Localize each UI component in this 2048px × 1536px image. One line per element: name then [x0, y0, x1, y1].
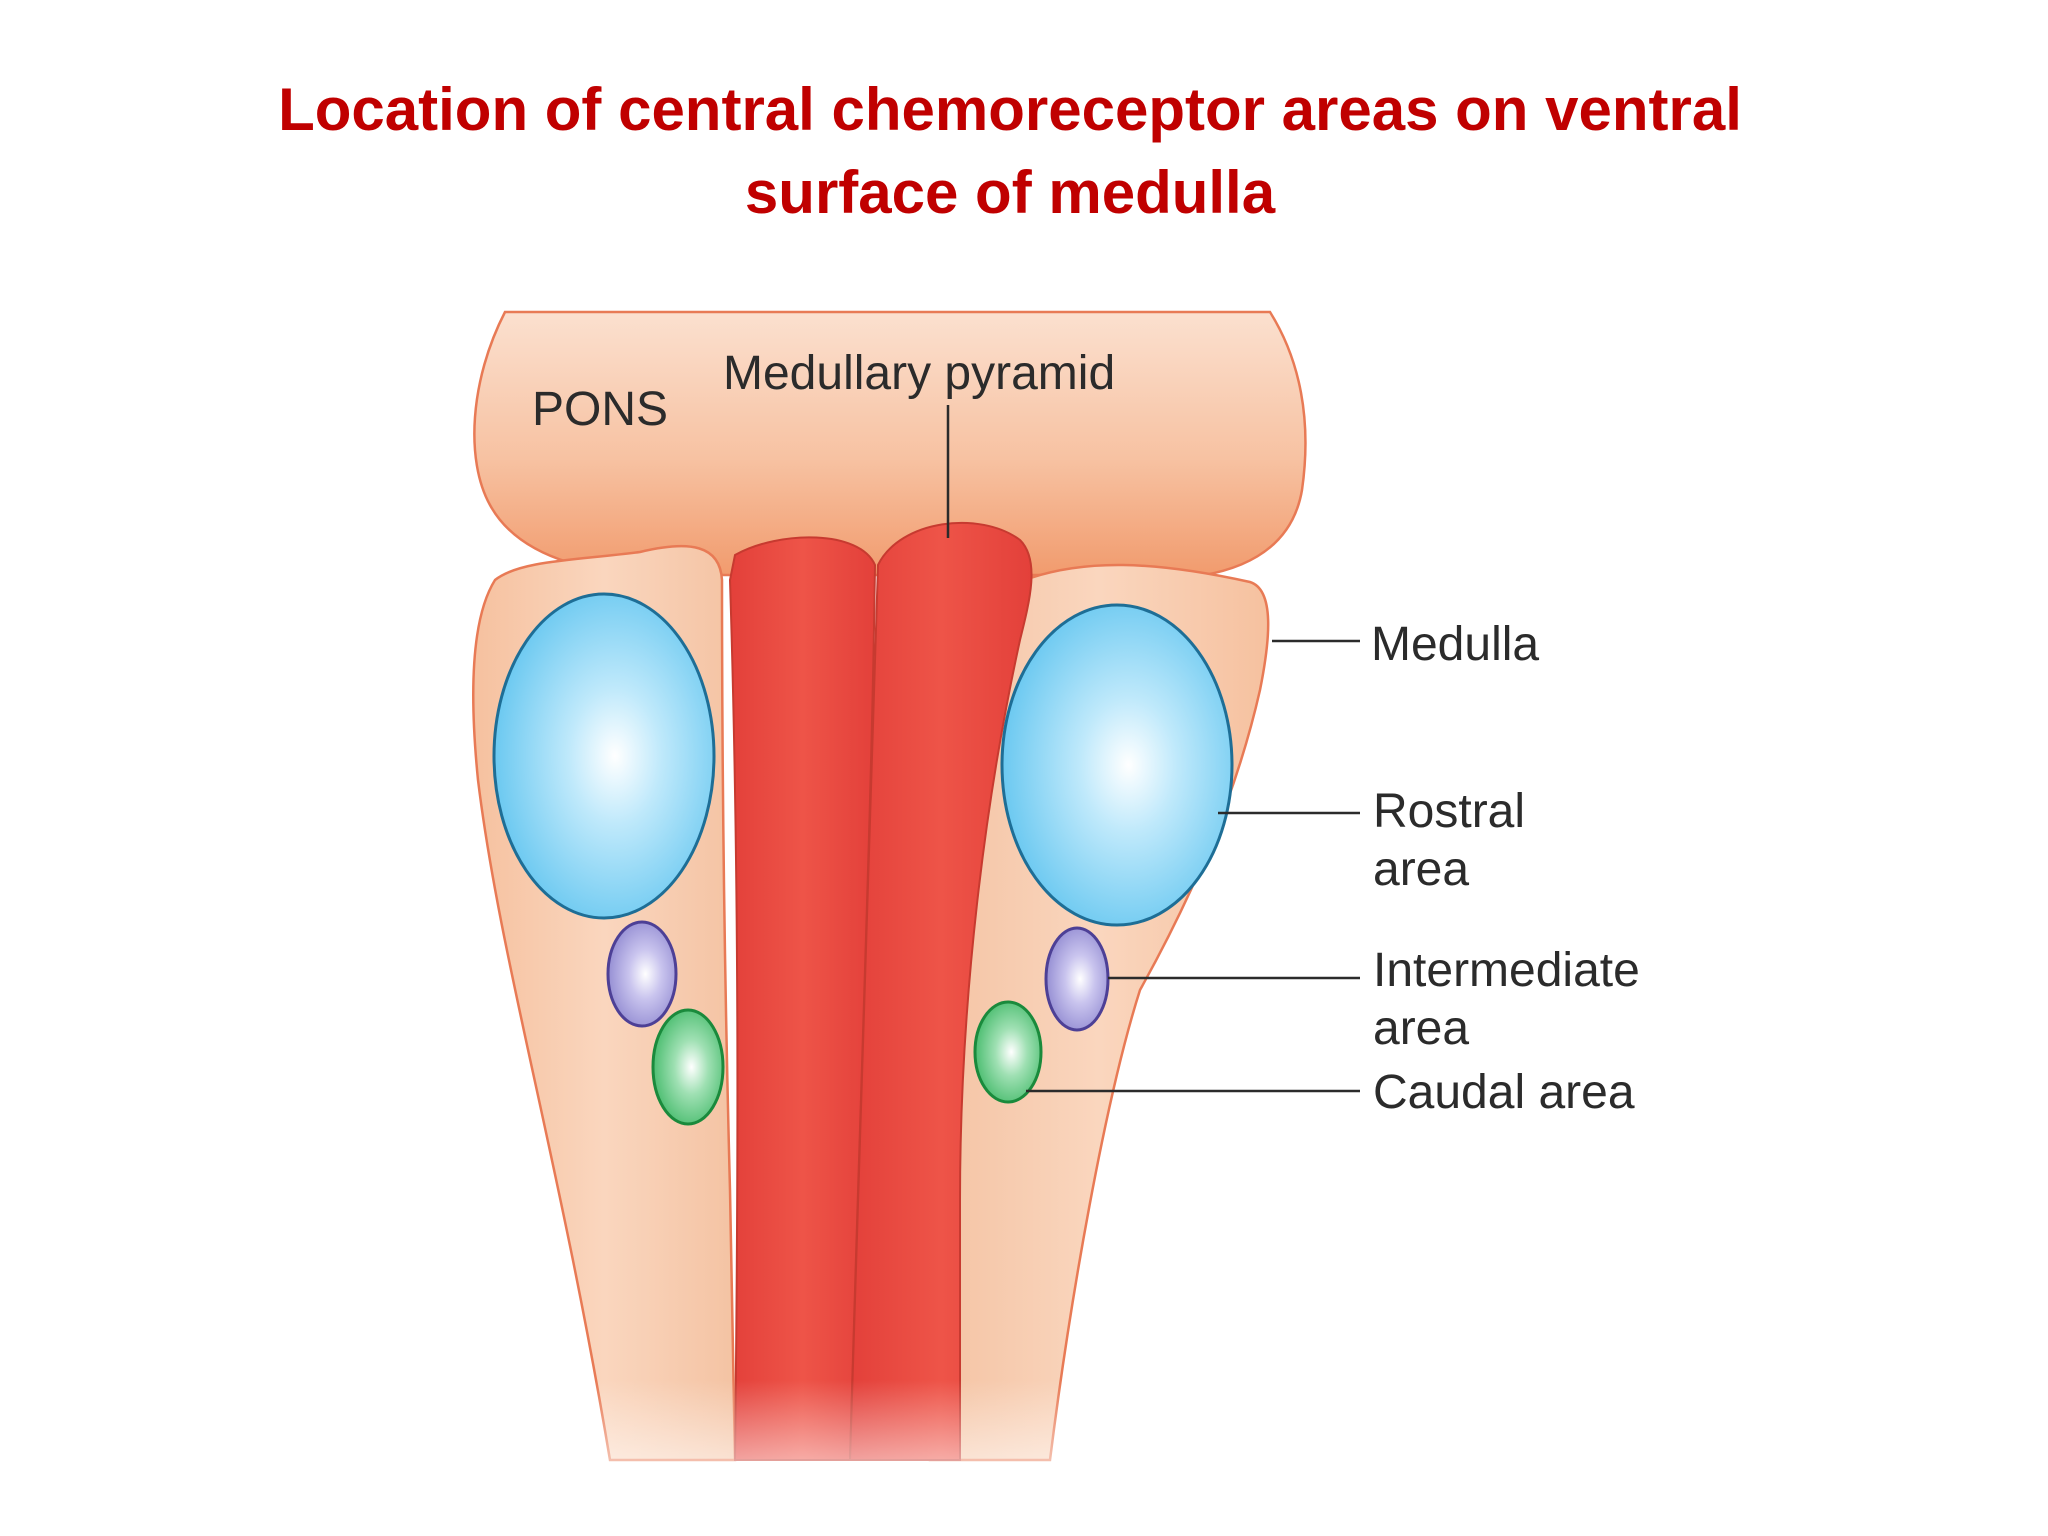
intermediate-area-label-1: Intermediate — [1373, 944, 1640, 997]
intermediate-area-right — [1044, 926, 1110, 1032]
medullary-pyramid-left — [728, 536, 877, 1461]
medullary-pyramid-label: Medullary pyramid — [723, 347, 1115, 400]
intermediate-area-left — [606, 920, 678, 1028]
caudal-area-left — [651, 1008, 725, 1126]
medulla-label: Medulla — [1371, 618, 1539, 671]
rostral-area-right — [1000, 603, 1234, 927]
title-line-2: surface of medulla — [744, 159, 1276, 226]
bottom-fade — [350, 1380, 1350, 1536]
caudal-area-label: Caudal area — [1373, 1066, 1635, 1119]
rostral-area-left — [492, 592, 716, 920]
pons-label: PONS — [532, 383, 668, 436]
title-line-1: Location of central chemoreceptor areas … — [278, 76, 1742, 143]
medullary-pyramid-right — [848, 521, 1033, 1461]
diagram-title: Location of central chemoreceptor areas … — [0, 68, 2020, 234]
rostral-area-label-1: Rostral — [1373, 785, 1525, 838]
rostral-area-label-2: area — [1373, 843, 1469, 896]
caudal-area-right — [973, 1000, 1043, 1104]
intermediate-area-label-2: area — [1373, 1002, 1469, 1055]
